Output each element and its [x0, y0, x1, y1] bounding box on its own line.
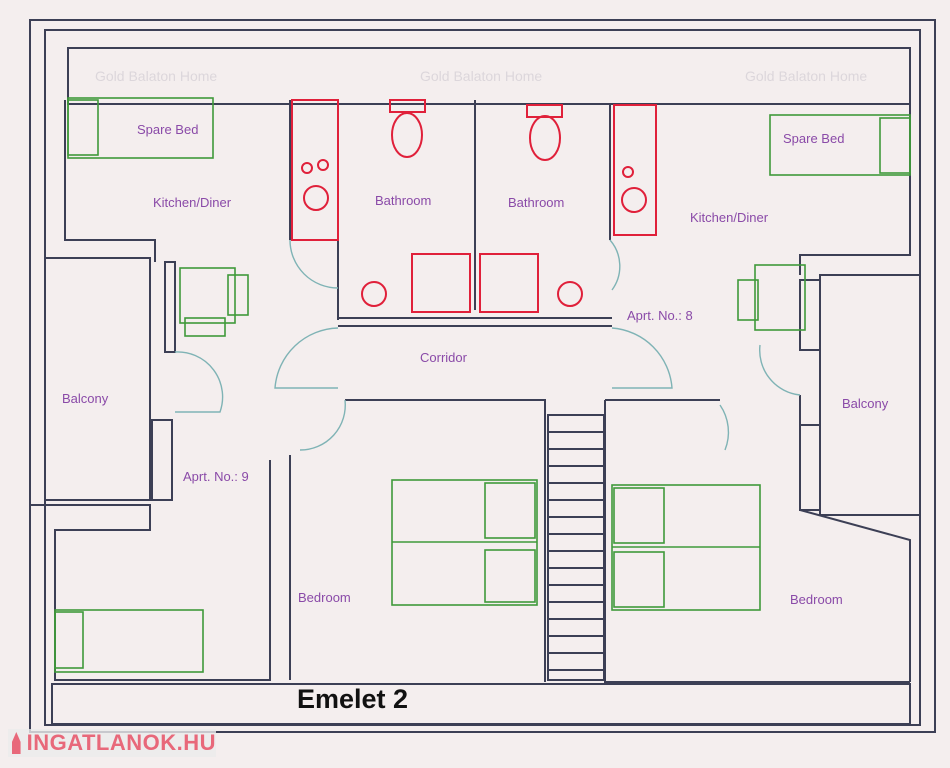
label-balcony-right: Balcony: [842, 396, 889, 411]
floor-title: Emelet 2: [297, 684, 409, 714]
label-apartment-9: Aprt. No.: 9: [183, 469, 249, 484]
watermark-text: Gold Balaton Home: [420, 68, 542, 84]
watermark-text: Gold Balaton Home: [745, 68, 867, 84]
label-corridor: Corridor: [420, 350, 468, 365]
house-icon: [12, 732, 21, 754]
label-balcony-left: Balcony: [62, 391, 109, 406]
sanitary: [291, 99, 657, 313]
site-logo[interactable]: INGATLANOK.HU: [8, 729, 216, 757]
furniture: [54, 97, 911, 673]
doors: [174, 239, 801, 451]
walls: [29, 19, 936, 733]
label-bedroom-right: Bedroom: [790, 592, 843, 607]
label-apartment-8: Aprt. No.: 8: [627, 308, 693, 323]
staircase: [547, 414, 605, 681]
watermark-text: Gold Balaton Home: [95, 68, 217, 84]
watermarks: Gold Balaton Home Gold Balaton Home Gold…: [95, 68, 867, 84]
label-bathroom-left: Bathroom: [375, 193, 431, 208]
label-spare-bed-right: Spare Bed: [783, 131, 844, 146]
label-kitchen-right: Kitchen/Diner: [690, 210, 769, 225]
label-bathroom-right: Bathroom: [508, 195, 564, 210]
label-kitchen-left: Kitchen/Diner: [153, 195, 232, 210]
label-bedroom-left: Bedroom: [298, 590, 351, 605]
logo-text: INGATLANOK.HU: [26, 730, 216, 755]
label-spare-bed-left: Spare Bed: [137, 122, 198, 137]
